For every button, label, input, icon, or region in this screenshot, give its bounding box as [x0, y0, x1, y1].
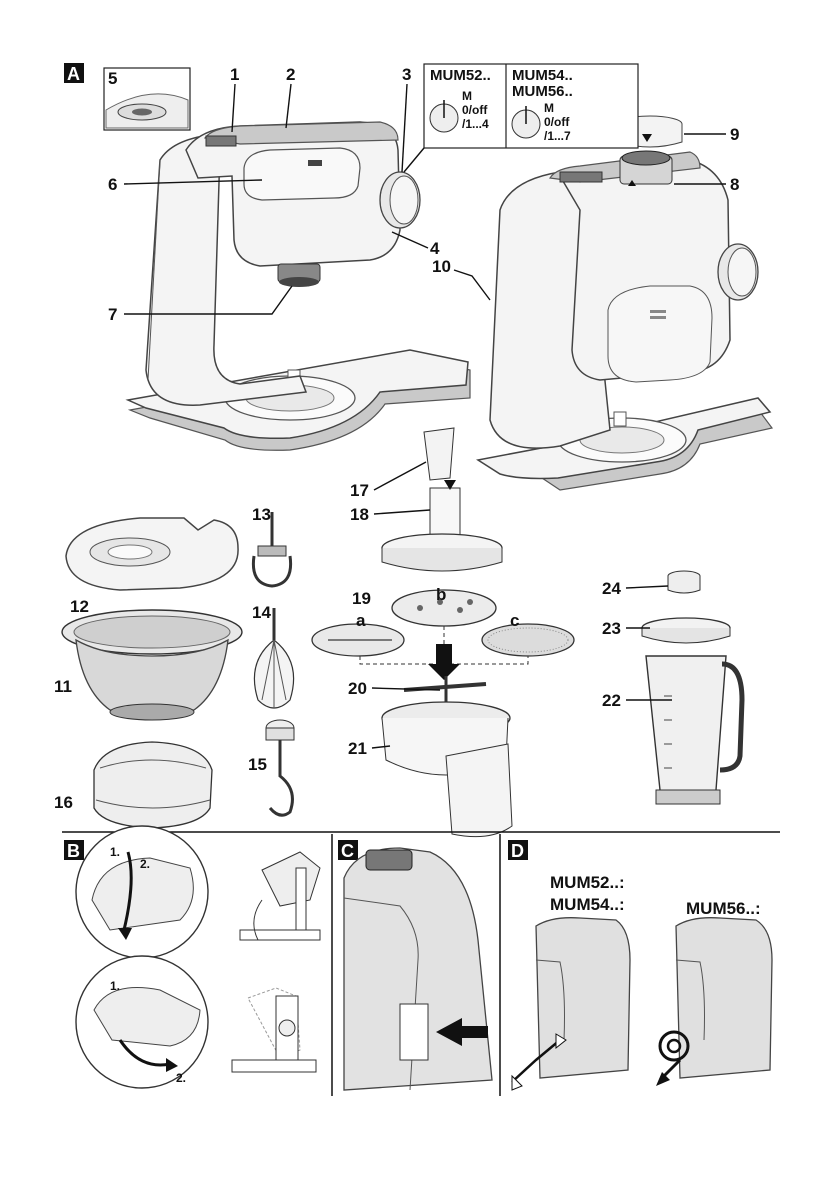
label-16: 16: [54, 793, 73, 812]
panel-c-letter: C: [341, 841, 354, 861]
label-11: 11: [54, 677, 72, 696]
label-10: 10: [432, 257, 451, 276]
splash-guard: 12: [66, 518, 238, 616]
food-processor-lid: 17 18: [350, 428, 502, 571]
speed-box-right-range: /1...7: [544, 129, 571, 143]
label-22: 22: [602, 691, 621, 710]
attachments: 12 11 16 13 14: [54, 428, 742, 837]
cutting-discs: 19 a b c: [312, 585, 574, 680]
label-15: 15: [248, 755, 267, 774]
panel-b-letter: B: [67, 841, 80, 861]
blender: 24 23 22: [602, 571, 742, 804]
flat-beater: 13: [252, 505, 291, 586]
panel-d-model-right: MUM56..:: [686, 899, 761, 918]
label-13: 13: [252, 505, 271, 524]
label-5: 5: [108, 69, 117, 88]
label-a: a: [356, 611, 366, 630]
label-19: 19: [352, 589, 371, 608]
dough-hook: 15: [248, 720, 294, 815]
panel-b-step1-bottom: 1.: [110, 979, 120, 993]
mixer-side-view-open: [240, 852, 320, 940]
label-21: 21: [348, 739, 367, 758]
label-12: 12: [70, 597, 89, 616]
label-4: 4: [430, 239, 440, 258]
panel-b: B 1. 2. 1. 2.: [64, 826, 320, 1088]
label-20: 20: [348, 679, 367, 698]
label-2: 2: [286, 65, 295, 84]
speed-box-right-model-1: MUM54..: [512, 67, 573, 84]
speed-box-right-model-2: MUM56..: [512, 83, 573, 100]
panel-b-step2-bottom: 2.: [176, 1071, 186, 1085]
panel-d-model-left-1: MUM52..:: [550, 873, 625, 892]
processor-bowl: 20 21: [348, 676, 512, 837]
mixing-bowl: 11: [54, 610, 242, 720]
speed-settings-box: MUM52.. M 0/off /1...4 MUM54.. MUM56.. M…: [404, 64, 638, 172]
inset-detail-5: 5: [104, 68, 190, 130]
label-18: 18: [350, 505, 369, 524]
panel-c: C: [338, 840, 492, 1090]
label-7: 7: [108, 305, 117, 324]
rating-plate: [400, 1004, 428, 1060]
label-3: 3: [402, 65, 411, 84]
speed-box-right-m: M: [544, 101, 554, 115]
panel-b-step2-top: 2.: [140, 857, 150, 871]
speed-box-right-off: 0/off: [544, 115, 570, 129]
panel-b-step1-top: 1.: [110, 845, 120, 859]
speed-box-left-m: M: [462, 89, 472, 103]
mixer-side-view-closed: [232, 988, 316, 1072]
speed-box-left-range: /1...4: [462, 117, 489, 131]
speed-box-left-off: 0/off: [462, 103, 488, 117]
label-8: 8: [730, 175, 739, 194]
label-6: 6: [108, 175, 117, 194]
panel-a: A 5: [64, 63, 772, 490]
label-1: 1: [230, 65, 239, 84]
label-23: 23: [602, 619, 621, 638]
panel-d: D MUM52..: MUM54..: MUM56..:: [508, 840, 772, 1090]
label-14: 14: [252, 603, 271, 622]
mixer-left: [128, 122, 470, 450]
mixer-right: [478, 116, 772, 490]
speed-box-left-model: MUM52..: [430, 67, 491, 84]
label-c: c: [510, 611, 519, 630]
whisk: 14: [252, 603, 294, 708]
panel-d-model-left-2: MUM54..:: [550, 895, 625, 914]
label-b: b: [436, 585, 446, 604]
label-24: 24: [602, 579, 621, 598]
label-17: 17: [350, 481, 369, 500]
bowl-cover: 16: [54, 742, 212, 828]
panel-a-letter: A: [67, 64, 80, 84]
panel-d-letter: D: [511, 841, 524, 861]
label-9: 9: [730, 125, 739, 144]
